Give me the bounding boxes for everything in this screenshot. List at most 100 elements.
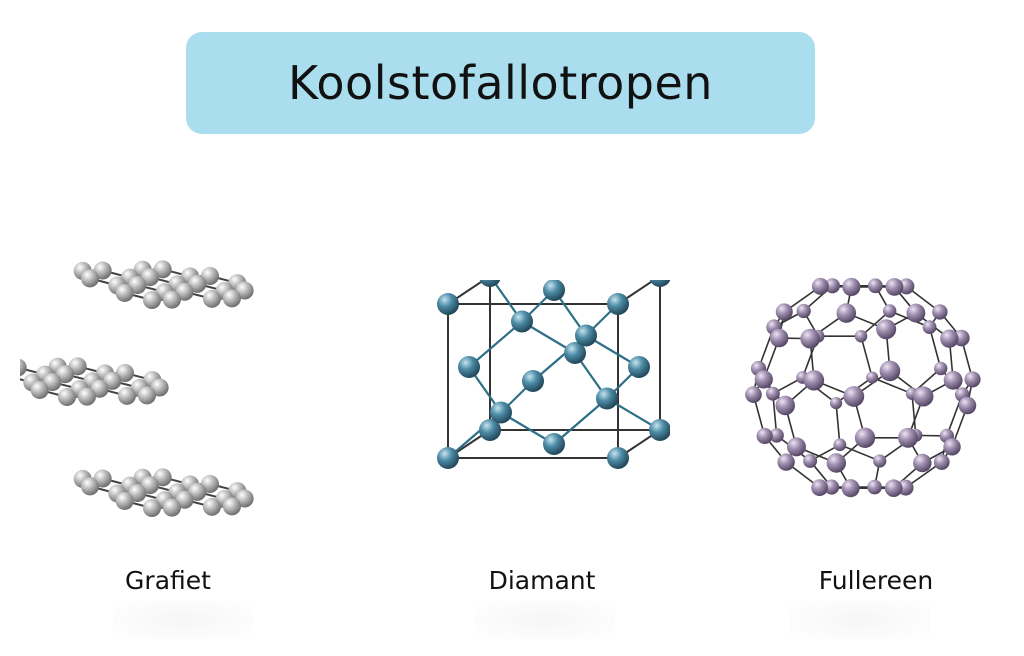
diamond-atom bbox=[479, 280, 501, 287]
fullerene-atom bbox=[765, 386, 780, 401]
fullerene-atom bbox=[854, 329, 868, 343]
graphite-atom bbox=[162, 498, 181, 517]
fullerene-atom bbox=[824, 278, 840, 294]
fullerene-atom bbox=[913, 386, 934, 407]
fullerene-atom bbox=[922, 320, 937, 335]
graphite-reflection bbox=[113, 600, 253, 640]
fullerene-atom bbox=[754, 370, 773, 389]
fullerene-atom bbox=[756, 427, 773, 445]
diamond-atom bbox=[543, 433, 565, 455]
fullerene-bond bbox=[871, 376, 913, 395]
graphite-atom bbox=[57, 388, 76, 407]
graphite-atom bbox=[115, 491, 134, 510]
diamond-bond bbox=[468, 320, 523, 368]
diamond-atom bbox=[522, 370, 544, 392]
fullerene-atom bbox=[841, 479, 860, 498]
graphite-atom bbox=[202, 497, 221, 516]
fullerene-atom bbox=[803, 453, 818, 468]
fullerene-atom bbox=[842, 277, 861, 297]
fullerene-atom bbox=[934, 361, 948, 376]
diamond-atom bbox=[607, 293, 629, 315]
diamond-atom bbox=[596, 387, 618, 410]
fullerene-atom bbox=[824, 479, 840, 495]
graphite-atom bbox=[142, 499, 161, 518]
diamond-atom bbox=[490, 401, 512, 424]
fullerene-atom bbox=[800, 328, 821, 349]
fullerene-structure-icon bbox=[745, 277, 981, 498]
fullerene-atom bbox=[873, 454, 887, 468]
diamond-atom bbox=[458, 356, 480, 378]
fullerene-atom bbox=[943, 370, 963, 390]
fullerene-atom bbox=[833, 438, 847, 452]
diamond-reflection bbox=[475, 600, 615, 640]
graphite-atom bbox=[81, 477, 99, 496]
diamond-atom bbox=[607, 447, 629, 469]
fullerene-atom bbox=[885, 278, 904, 296]
fullerene-atom bbox=[866, 371, 879, 384]
fullerene-atom bbox=[803, 370, 825, 391]
graphite-label: Grafiet bbox=[125, 566, 211, 595]
fullerene-atom bbox=[882, 304, 897, 318]
diamond-atom bbox=[511, 310, 533, 333]
diamond-atom bbox=[564, 342, 586, 364]
diamond-structure-icon bbox=[437, 280, 670, 469]
fullerene-atom bbox=[867, 479, 882, 495]
fullerene-atom bbox=[769, 428, 784, 443]
fullerene-atom bbox=[964, 371, 981, 388]
title-banner: Koolstofallotropen bbox=[186, 32, 815, 134]
graphite-atom bbox=[30, 380, 49, 399]
fullerene-atom bbox=[913, 453, 932, 473]
fullerene-atom bbox=[879, 360, 901, 382]
fullerene-bond bbox=[928, 326, 942, 369]
diamond-atom bbox=[543, 280, 565, 301]
fullerene-atom bbox=[876, 319, 897, 340]
fullerene-atom bbox=[933, 454, 950, 470]
fullerene-atom bbox=[843, 386, 865, 407]
fullerene-atom bbox=[854, 427, 876, 448]
fullerene-bond bbox=[835, 403, 841, 445]
graphite-atom bbox=[77, 387, 96, 406]
page-title: Koolstofallotropen bbox=[288, 56, 713, 110]
diamond-atom bbox=[437, 293, 459, 315]
graphite-atom bbox=[142, 291, 161, 310]
fullerene-label: Fullereen bbox=[818, 566, 934, 595]
graphite-structure-icon bbox=[20, 260, 254, 518]
fullerene-atom bbox=[796, 303, 811, 319]
fullerene-atom bbox=[906, 303, 926, 323]
graphite-atom bbox=[115, 283, 134, 302]
fullerene-atom bbox=[836, 303, 857, 323]
diamond-atom bbox=[575, 324, 597, 347]
diamond-atom bbox=[628, 356, 650, 378]
fullerene-atom bbox=[786, 437, 806, 457]
diamond-atom bbox=[649, 280, 670, 287]
fullerene-atom bbox=[769, 328, 789, 348]
graphite-atom bbox=[137, 386, 156, 405]
fullerene-atom bbox=[775, 303, 793, 321]
fullerene-atom bbox=[943, 438, 961, 456]
fullerene-atom bbox=[932, 304, 948, 320]
graphite-atom bbox=[117, 386, 136, 405]
fullerene-atom bbox=[777, 453, 795, 471]
graphite-atom bbox=[202, 289, 221, 308]
fullerene-atom bbox=[958, 396, 977, 415]
fullerene-atom bbox=[775, 395, 795, 416]
fullerene-atom bbox=[745, 386, 762, 403]
fullerene-atom bbox=[867, 278, 883, 294]
fullerene-bond bbox=[911, 393, 917, 436]
fullerene-atom bbox=[940, 329, 959, 348]
fullerene-atom bbox=[811, 479, 829, 497]
fullerene-atom bbox=[829, 397, 843, 410]
diamond-atom bbox=[649, 419, 670, 441]
fullerene-bond bbox=[860, 335, 873, 378]
diamond-atom bbox=[437, 447, 459, 469]
fullerene-reflection bbox=[790, 600, 930, 640]
diamond-atom bbox=[479, 419, 501, 441]
graphite-atom bbox=[20, 358, 27, 377]
graphite-atom bbox=[222, 497, 241, 516]
fullerene-atom bbox=[811, 277, 829, 295]
fullerene-bond bbox=[839, 444, 881, 462]
graphite-atom bbox=[222, 289, 241, 308]
graphite-atom bbox=[81, 269, 99, 288]
fullerene-atom bbox=[826, 453, 847, 473]
fullerene-atom bbox=[898, 427, 918, 448]
